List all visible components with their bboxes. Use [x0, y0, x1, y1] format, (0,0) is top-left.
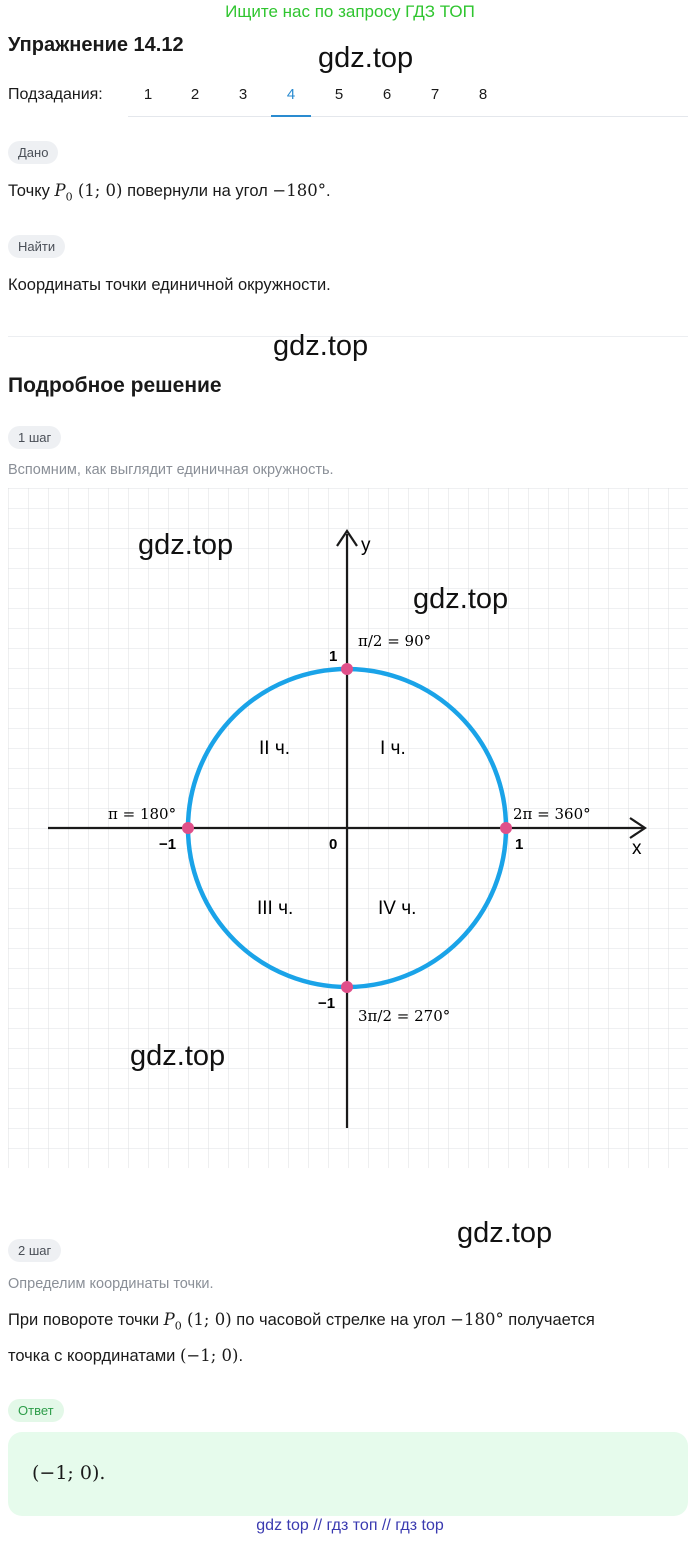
tab-subtask-7[interactable]: 7: [430, 86, 440, 103]
given-text-middle: повернули на угол: [122, 182, 273, 200]
given-point-sub: 0: [65, 190, 73, 204]
tab-subtask-2[interactable]: 2: [190, 86, 200, 103]
step2-point: P0 (1; 0): [163, 1310, 232, 1333]
tab-subtask-3[interactable]: 3: [238, 86, 248, 103]
tab-subtask-6[interactable]: 6: [382, 86, 392, 103]
watermark: gdz.top: [457, 1217, 553, 1249]
quadrant-1: I ч.: [380, 738, 406, 759]
tab-subtask-1[interactable]: 1: [143, 86, 153, 103]
x-axis-label: x: [632, 838, 642, 859]
given-text-before: Точку: [8, 182, 55, 200]
step2-line2-before: точка с координатами: [8, 1347, 180, 1365]
step2-line1-middle: по часовой стрелке на угол: [231, 1311, 451, 1329]
step2-line1-after: получается: [503, 1311, 595, 1329]
given-point-letter: P: [54, 181, 66, 200]
point-left: [182, 822, 194, 834]
answer-value: (−1; 0).: [32, 1462, 106, 1484]
step1-text: Вспомним, как выглядит единичная окружно…: [8, 462, 334, 478]
step2-line2: точка с координатами (−1; 0).: [8, 1346, 243, 1366]
subtask-tabs: 1 2 3 4 5 6 7 8: [128, 78, 688, 117]
tick-y-pos: 1: [329, 648, 337, 665]
tick-y-neg: −1: [318, 995, 335, 1012]
given-tag: Дано: [8, 141, 59, 164]
tab-subtask-8[interactable]: 8: [478, 86, 488, 103]
quadrant-4: IV ч.: [378, 898, 416, 919]
y-axis-label: y: [361, 535, 371, 556]
point-right: [500, 822, 512, 834]
step2-result: (−1; 0): [179, 1346, 239, 1365]
label-180: π = 180°: [108, 805, 176, 823]
point-bottom: [341, 981, 353, 993]
given-coords: (1; 0): [77, 181, 123, 200]
step2-tag: 2 шаг: [8, 1239, 62, 1262]
answer-tag: Ответ: [8, 1399, 64, 1422]
page-title: Упражнение 14.12: [8, 34, 184, 56]
step2-line1-before: При повороте точки: [8, 1311, 164, 1329]
tab-subtask-4[interactable]: 4: [271, 78, 311, 117]
step2-line2-after: .: [238, 1347, 244, 1365]
point-top: [341, 663, 353, 675]
y-axis-arrow: [336, 529, 358, 547]
unit-circle-diagram: x y 0 1 −1 1 −1 π/2 = 90° π = 180° 2π = …: [8, 488, 688, 1168]
footer-links[interactable]: gdz top // гдз топ // гдз top: [256, 1517, 444, 1534]
given-point: P0 (1; 0): [54, 181, 123, 204]
answer-box: (−1; 0).: [8, 1432, 688, 1516]
step1-tag: 1 шаг: [8, 426, 62, 449]
tick-x-pos: 1: [515, 836, 523, 853]
given-text-after: .: [325, 182, 331, 200]
watermark: gdz.top: [138, 529, 233, 561]
watermark: gdz.top: [273, 330, 369, 362]
label-360: 2π = 360°: [513, 805, 591, 823]
given-angle: −180°: [272, 181, 326, 200]
origin-label: 0: [329, 836, 337, 853]
watermark: gdz.top: [130, 1040, 225, 1072]
step2-coords: (1; 0): [187, 1310, 232, 1329]
step2-angle: −180°: [450, 1310, 504, 1329]
tick-x-neg: −1: [159, 836, 176, 853]
step2-point-sub: 0: [174, 1319, 182, 1333]
promo-banner[interactable]: Ищите нас по запросу ГДЗ ТОП: [225, 2, 475, 21]
watermark: gdz.top: [413, 583, 508, 615]
label-270: 3π/2 = 270°: [358, 1007, 450, 1025]
step2-point-letter: P: [163, 1310, 175, 1329]
step2-intro: Определим координаты точки.: [8, 1276, 214, 1292]
tab-subtask-5[interactable]: 5: [334, 86, 344, 103]
x-axis-arrow: [629, 817, 647, 839]
section-divider: [8, 336, 688, 337]
subtasks-label: Подзадания:: [8, 86, 103, 103]
label-90: π/2 = 90°: [358, 632, 431, 650]
step2-line1: При повороте точки P0 (1; 0) по часовой …: [8, 1310, 595, 1332]
quadrant-2: II ч.: [259, 738, 290, 759]
find-tag: Найти: [8, 235, 66, 258]
watermark: gdz.top: [318, 42, 414, 74]
quadrant-3: III ч.: [257, 898, 293, 919]
solution-title: Подробное решение: [8, 374, 222, 397]
given-text: Точку P0 (1; 0) повернули на угол −180°.: [8, 181, 331, 203]
find-text: Координаты точки единичной окружности.: [8, 276, 331, 294]
